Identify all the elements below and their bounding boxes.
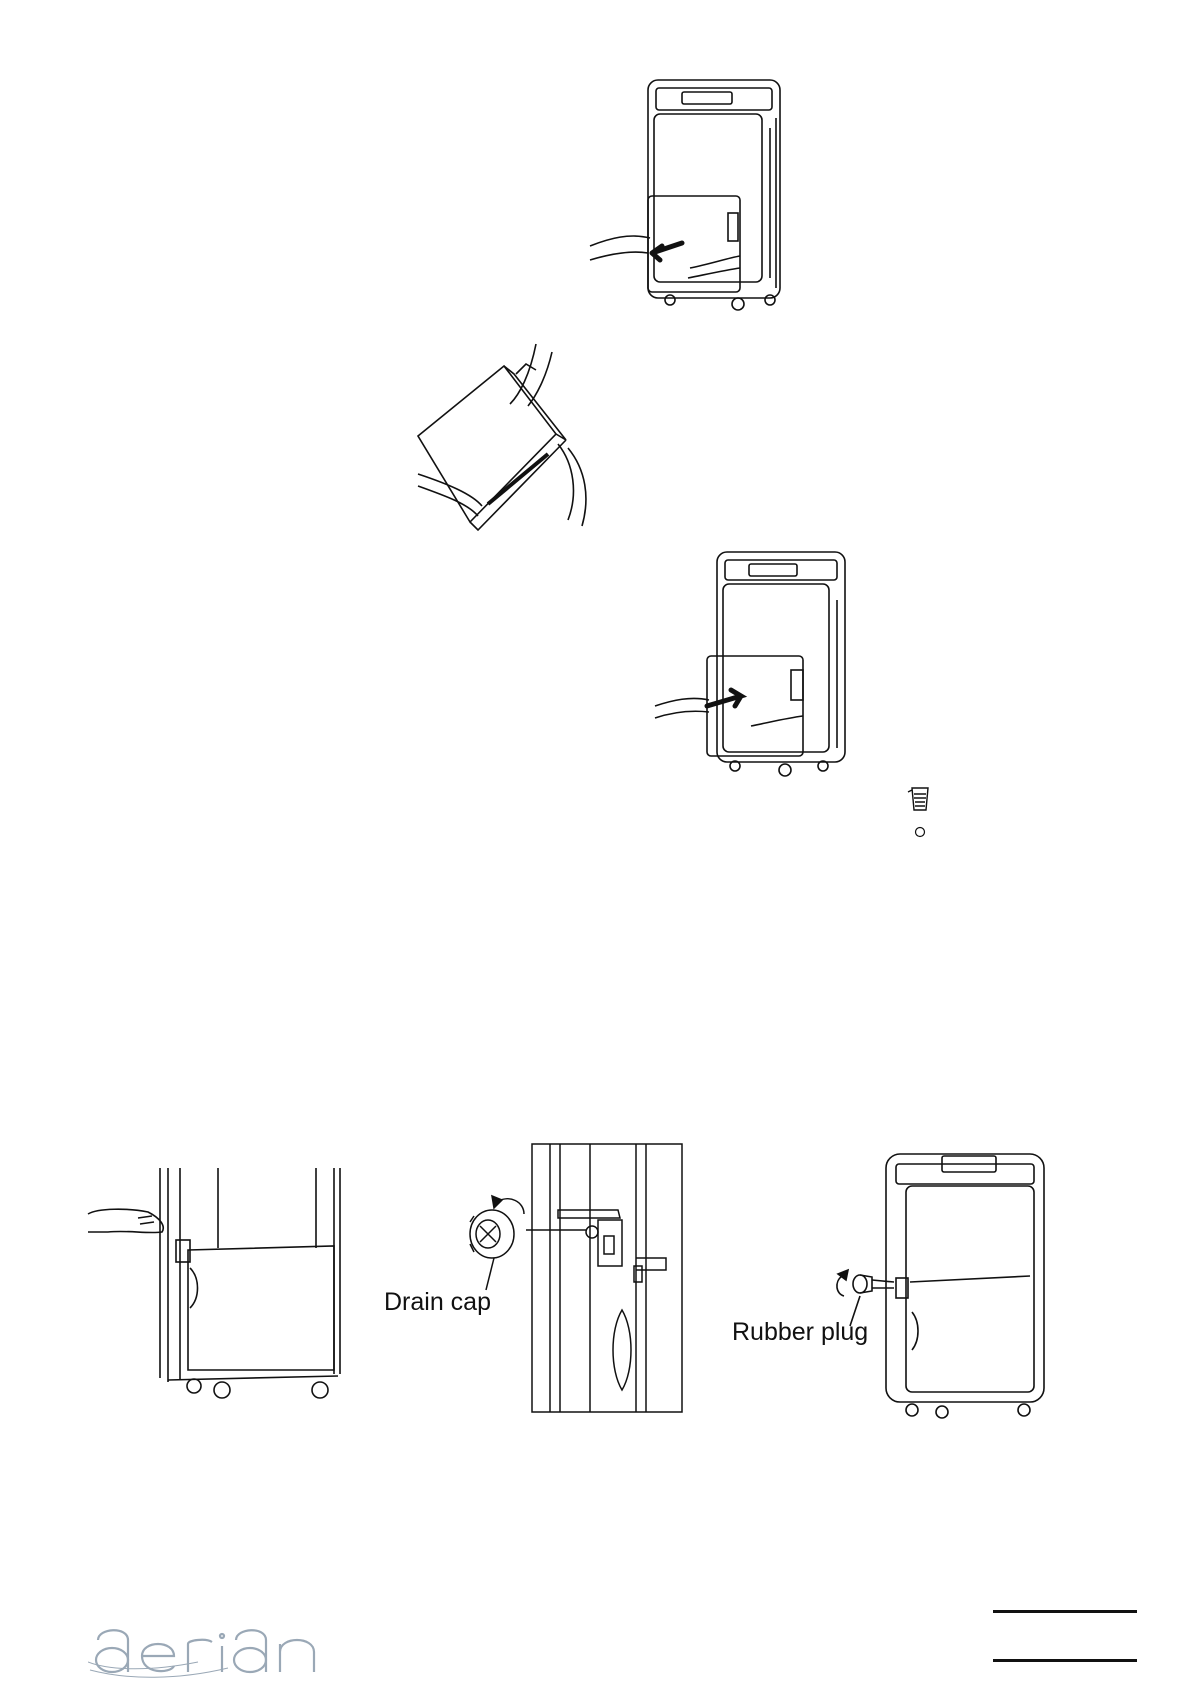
figure-insert-tank [655, 550, 865, 790]
rotate-arrow-icon [837, 1276, 844, 1296]
tank-full-icon [906, 784, 932, 814]
figure-drain-cap [450, 1140, 690, 1416]
drain-cap-part [470, 1210, 514, 1258]
drain-socket [586, 1226, 598, 1238]
figure-drain-outlet [88, 1168, 348, 1400]
tilted-tank [418, 366, 556, 522]
footer-rule-top [993, 1610, 1137, 1613]
figure-empty-tank [418, 344, 618, 544]
figure-rubber-plug [820, 1150, 1050, 1422]
unit-body [648, 80, 780, 298]
footer-rule-bottom [993, 1659, 1137, 1662]
indicator-light-icon [914, 826, 926, 838]
water-tank [707, 656, 803, 756]
arrow-in-icon [707, 690, 741, 706]
aerian-logo [88, 1600, 328, 1680]
rubber-plug-label: Rubber plug [732, 1318, 868, 1347]
figure-remove-tank [590, 78, 800, 318]
drain-cap-label: Drain cap [384, 1288, 491, 1317]
arrow-out-icon [652, 243, 682, 260]
unit-body [886, 1154, 1044, 1402]
rubber-plug-part [853, 1275, 894, 1293]
